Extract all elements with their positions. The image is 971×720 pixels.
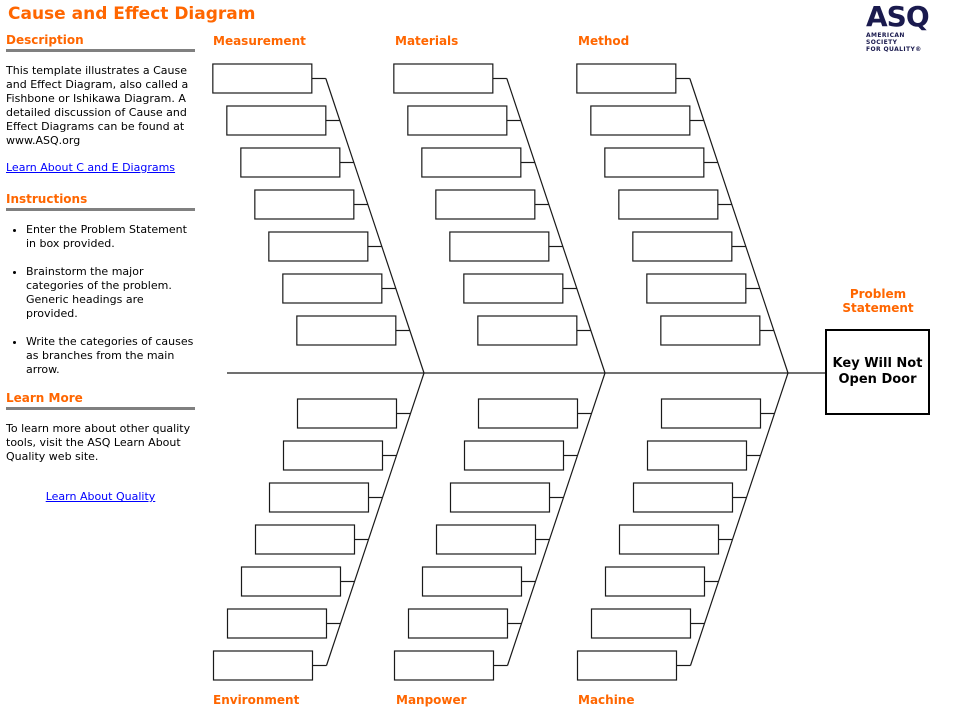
cause-box[interactable]: [393, 650, 495, 681]
branch-diagonal-top: [325, 78, 425, 374]
cause-box[interactable]: [449, 231, 550, 262]
problem-statement-label: Problem Statement: [842, 287, 914, 315]
cause-box[interactable]: [646, 273, 747, 304]
cause-box[interactable]: [254, 524, 356, 555]
learn-more-heading: Learn More: [6, 391, 83, 405]
cause-box[interactable]: [407, 105, 508, 136]
category-label-method: Method: [578, 34, 630, 48]
cause-box[interactable]: [463, 273, 564, 304]
cause-box[interactable]: [212, 650, 314, 681]
learn-ce-diagrams-link[interactable]: Learn About C and E Diagrams: [6, 161, 176, 174]
category-label-machine: Machine: [578, 693, 635, 707]
branch-diagonal-bottom: [689, 372, 789, 666]
cause-box[interactable]: [296, 398, 398, 429]
problem-statement-text: Key Will Not Open Door: [832, 356, 923, 387]
learn-about-quality-link[interactable]: Learn About Quality: [45, 490, 156, 503]
cause-box[interactable]: [576, 63, 677, 94]
instruction-item: Brainstorm the major categories of the p…: [26, 265, 195, 321]
page-title: Cause and Effect Diagram: [8, 4, 256, 24]
cause-box[interactable]: [604, 566, 706, 597]
cause-box[interactable]: [407, 608, 509, 639]
cause-box[interactable]: [463, 440, 565, 471]
heading-rule: [6, 49, 195, 52]
description-heading: Description: [6, 33, 84, 47]
branch-diagonal-top: [689, 78, 789, 374]
cause-box[interactable]: [421, 147, 522, 178]
cause-box[interactable]: [435, 524, 537, 555]
cause-box[interactable]: [296, 315, 397, 346]
cause-box[interactable]: [477, 315, 578, 346]
instruction-item: Write the categories of causes as branch…: [26, 335, 195, 377]
cause-box[interactable]: [646, 440, 748, 471]
sidebar: Description This template illustrates a …: [6, 33, 195, 504]
cause-box[interactable]: [268, 231, 369, 262]
asq-logo-word: ASQ: [866, 0, 930, 33]
cause-box[interactable]: [268, 482, 370, 513]
cause-box[interactable]: [449, 482, 551, 513]
cause-box[interactable]: [282, 440, 384, 471]
category-label-materials: Materials: [395, 34, 459, 48]
cause-box[interactable]: [660, 315, 761, 346]
cause-box[interactable]: [212, 63, 313, 94]
branch-diagonal-bottom: [506, 372, 606, 666]
cause-box[interactable]: [240, 147, 341, 178]
asq-logo: ASQ AMERICAN SOCIETY FOR QUALITY®: [866, 0, 938, 54]
cause-box[interactable]: [421, 566, 523, 597]
category-label-manpower: Manpower: [396, 693, 467, 707]
branch-diagonal-top: [506, 78, 606, 374]
instructions-heading: Instructions: [6, 192, 88, 206]
learn-more-text: To learn more about other quality tools,…: [6, 422, 191, 463]
cause-box[interactable]: [240, 566, 342, 597]
category-label-environment: Environment: [213, 693, 300, 707]
cause-box[interactable]: [254, 189, 355, 220]
cause-box[interactable]: [632, 482, 734, 513]
cause-box[interactable]: [576, 650, 678, 681]
cause-box[interactable]: [393, 63, 494, 94]
cause-box[interactable]: [618, 524, 720, 555]
cause-box[interactable]: [435, 189, 536, 220]
cause-box[interactable]: [590, 608, 692, 639]
description-text: This template illustrates a Cause and Ef…: [6, 64, 189, 147]
heading-rule: [6, 407, 195, 410]
asq-logo-tagline-1: AMERICAN SOCIETY: [866, 32, 905, 46]
cause-box[interactable]: [660, 398, 762, 429]
problem-statement-box[interactable]: Key Will Not Open Door: [825, 329, 930, 415]
cause-box[interactable]: [632, 231, 733, 262]
cause-box[interactable]: [618, 189, 719, 220]
cause-box[interactable]: [226, 105, 327, 136]
cause-box[interactable]: [604, 147, 705, 178]
cause-box[interactable]: [590, 105, 691, 136]
heading-rule: [6, 208, 195, 211]
category-label-measurement: Measurement: [213, 34, 306, 48]
asq-logo-tagline-2: FOR QUALITY®: [866, 46, 922, 53]
cause-box[interactable]: [282, 273, 383, 304]
cause-box[interactable]: [226, 608, 328, 639]
cause-box[interactable]: [477, 398, 579, 429]
instruction-item: Enter the Problem Statement in box provi…: [26, 223, 195, 251]
branch-diagonal-bottom: [325, 372, 425, 666]
instructions-list: Enter the Problem Statement in box provi…: [6, 223, 195, 377]
